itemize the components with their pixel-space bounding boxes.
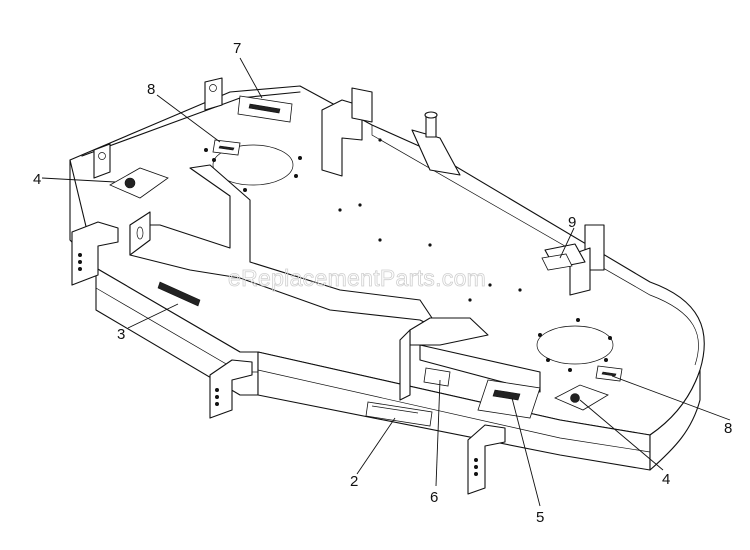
spindle-hole-left (212, 144, 294, 186)
front-bracket-left (71, 221, 119, 286)
decal-5 (477, 379, 541, 419)
front-bracket-right (467, 424, 506, 495)
front-bracket-mid (209, 359, 253, 419)
decal-9 (541, 253, 573, 271)
decal-3 (157, 281, 201, 307)
callout-2: 2 (350, 473, 358, 490)
spindle-openings (204, 138, 614, 372)
callout-8-left: 8 (147, 81, 155, 98)
decal-7 (237, 95, 293, 123)
callout-4-left: 4 (33, 171, 41, 188)
spindle-hole-right (536, 325, 614, 365)
decal-8-left (212, 139, 241, 156)
callout-9: 9 (568, 214, 576, 231)
callout-numbers: 7 8 4 9 3 8 2 6 5 4 (33, 40, 732, 526)
watermark-text: eReplacementParts.com (228, 265, 486, 291)
decal-2 (365, 401, 433, 427)
decal-4-left (109, 167, 169, 199)
callout-4-right: 4 (662, 471, 670, 488)
baffle-bracket (129, 164, 441, 331)
center-bracket (399, 317, 541, 401)
callout-6: 6 (430, 489, 438, 506)
idler-post (411, 111, 461, 176)
rear-mount-left (93, 77, 223, 179)
callout-8-right: 8 (724, 420, 732, 437)
decal-4-right (554, 384, 609, 411)
callout-3: 3 (117, 326, 125, 343)
anti-scalp-bracket-rear (321, 87, 373, 177)
callout-5: 5 (536, 509, 544, 526)
callout-7: 7 (233, 40, 241, 57)
decal-6 (423, 367, 451, 387)
leader-lines (41, 57, 731, 507)
